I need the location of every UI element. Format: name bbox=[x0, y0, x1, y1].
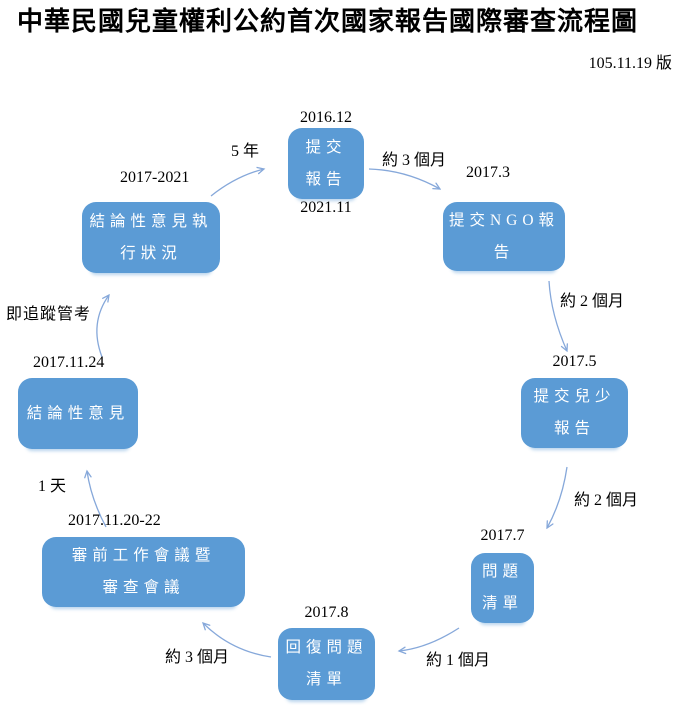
node-submit-report: 提交 報告 bbox=[288, 128, 364, 199]
node-reply-issues-list: 回復問題 清單 bbox=[278, 628, 375, 700]
edge-label-2-months-b: 約 2 個月 bbox=[574, 492, 639, 509]
edge-label-3-months-a: 約 3 個月 bbox=[382, 152, 447, 169]
date-submit-ngo-report: 2017.3 bbox=[466, 164, 510, 181]
node-submit-ngo-report: 提交NGO報 告 bbox=[443, 202, 565, 271]
node-submit-child-report: 提交兒少 報告 bbox=[521, 378, 628, 448]
edge-label-3-months-b: 約 3 個月 bbox=[165, 649, 230, 666]
node-implementation-status: 結論性意見執 行狀況 bbox=[82, 202, 220, 273]
arrow-conclusions-to-implementation bbox=[96, 295, 109, 358]
page-title: 中華民國兒童權利公約首次國家報告國際審查流程圖 bbox=[17, 7, 639, 36]
date-submit-report-next: 2021.11 bbox=[300, 199, 352, 216]
node-concluding-observations: 結論性意見 bbox=[18, 378, 138, 449]
date-issues-list: 2017.7 bbox=[480, 527, 525, 544]
arrow-submit-to-ngo bbox=[368, 168, 440, 189]
edge-label-tracking: 即追蹤管考 bbox=[6, 306, 92, 323]
edge-label-1-day: 1 天 bbox=[38, 478, 67, 495]
arrow-implementation-to-submit bbox=[210, 169, 264, 197]
date-pre-review-meeting: 2017.11.20-22 bbox=[68, 512, 161, 529]
edge-label-1-month: 約 1 個月 bbox=[426, 652, 491, 669]
date-submit-report-start: 2016.12 bbox=[300, 109, 352, 126]
version-label: 105.11.19 版 bbox=[588, 55, 672, 72]
arrow-child-to-issues bbox=[547, 466, 568, 528]
node-pre-review-meeting: 審前工作會議暨 審查會議 bbox=[42, 537, 245, 607]
date-submit-child-report: 2017.5 bbox=[552, 353, 597, 370]
date-reply-issues-list: 2017.8 bbox=[304, 604, 349, 621]
date-concluding-observations: 2017.11.24 bbox=[33, 354, 105, 371]
date-implementation-status: 2017-2021 bbox=[120, 169, 190, 186]
node-issues-list: 問題 清單 bbox=[471, 553, 534, 623]
edge-label-5-years: 5 年 bbox=[231, 143, 260, 160]
edge-label-2-months-a: 約 2 個月 bbox=[560, 293, 625, 310]
